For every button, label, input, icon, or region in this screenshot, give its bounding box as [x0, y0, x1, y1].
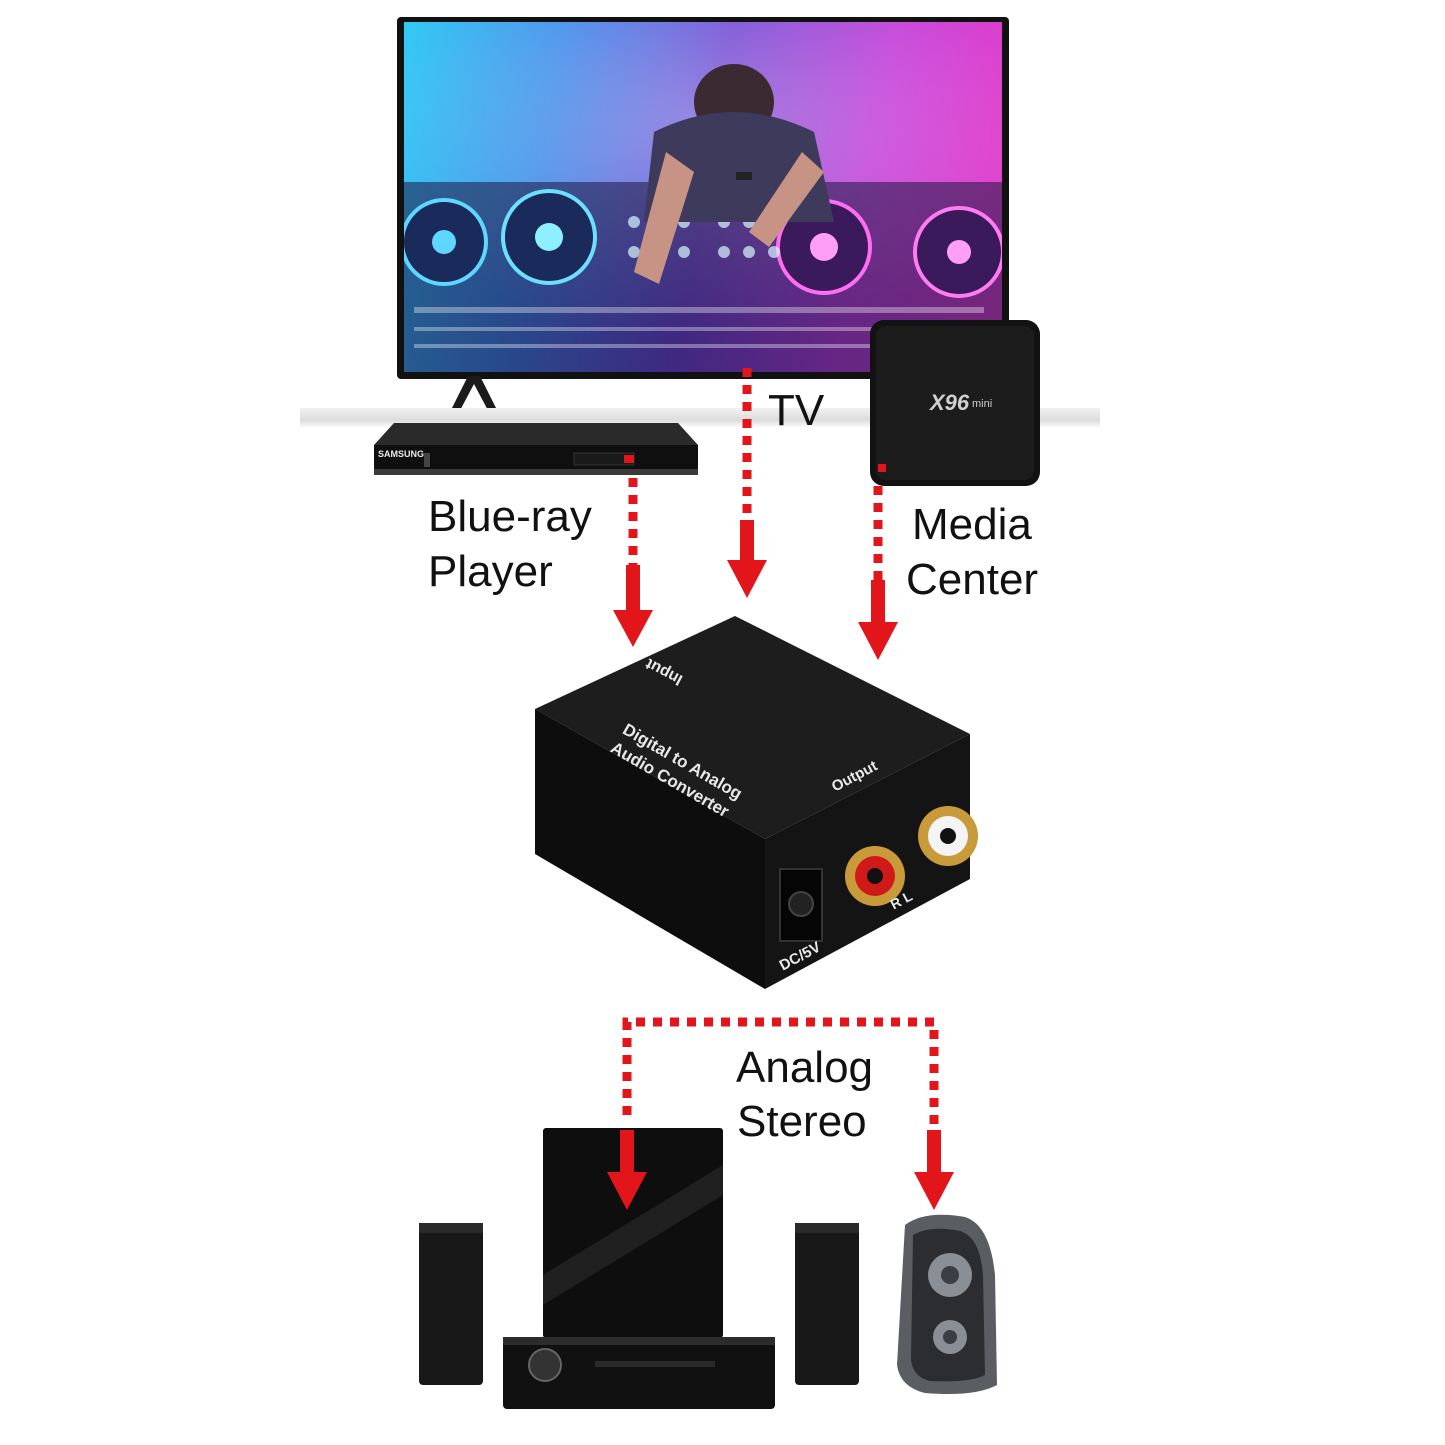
- analog-label-line1: Analog: [736, 1043, 874, 1092]
- tv-label: TV: [768, 386, 825, 435]
- bluray-brand: SAMSUNG: [378, 449, 425, 459]
- bluray-label-line2: Player: [428, 547, 553, 596]
- media-center-box: [870, 320, 1040, 486]
- x96-brand: X96: [930, 390, 970, 415]
- converter-device: [535, 616, 978, 989]
- analog-label-line2: Stereo: [737, 1097, 867, 1146]
- dj-scene-image: [404, 22, 1002, 372]
- tv-arrow-head: [727, 520, 767, 598]
- tv-screen: [404, 22, 1002, 372]
- x96-sub: mini: [972, 398, 993, 410]
- analog-stereo-system: [419, 1128, 997, 1409]
- bluray-label-line1: Blue-ray: [428, 492, 592, 541]
- media-label-line1: Media: [912, 500, 1032, 549]
- tv-stand: [448, 376, 500, 418]
- bluray-player: [374, 423, 698, 475]
- media-label-line2: Center: [906, 555, 1039, 604]
